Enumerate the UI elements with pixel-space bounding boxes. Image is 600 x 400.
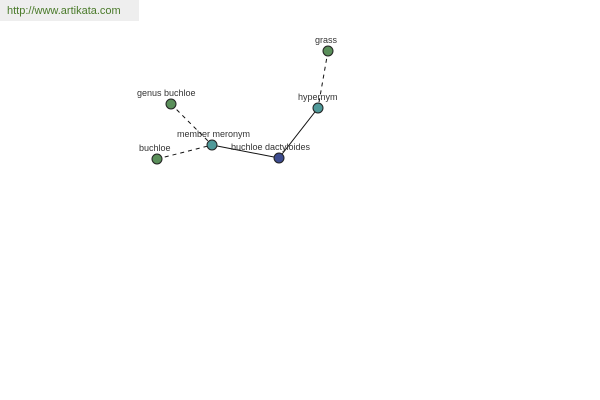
node-circle-buchloe-dactyloides[interactable] — [273, 152, 285, 164]
edge-member-meronym-to-buchloe-dactyloides — [211, 144, 280, 159]
node-label-member-meronym: member meronym — [177, 129, 250, 139]
edge-hypernym-to-buchloe-dactyloides — [278, 107, 319, 159]
node-buchloe[interactable]: buchloe — [139, 143, 171, 165]
site-url-link[interactable]: http://www.artikata.com — [7, 5, 121, 17]
node-circle-hypernym[interactable] — [312, 102, 324, 114]
edge-genus-buchloe-to-member-meronym — [170, 103, 213, 146]
url-bar: http://www.artikata.com — [0, 0, 139, 21]
node-circle-buchloe[interactable] — [151, 153, 163, 165]
node-hypernym[interactable]: hypernym — [298, 92, 338, 114]
node-genus-buchloe[interactable]: genus buchloe — [137, 88, 196, 110]
node-label-buchloe: buchloe — [139, 143, 171, 153]
edge-buchloe-to-member-meronym — [156, 144, 213, 160]
node-label-grass: grass — [315, 35, 338, 45]
node-grass[interactable]: grass — [315, 35, 338, 57]
edge-grass-to-hypernym — [317, 50, 329, 109]
node-label-buchloe-dactyloides: buchloe dactyloides — [231, 142, 311, 152]
node-circle-grass[interactable] — [322, 45, 334, 57]
nodes-layer: grass hypernym genus buchloe member meronym… — [137, 35, 338, 165]
edges-layer — [156, 50, 329, 160]
node-label-hypernym: hypernym — [298, 92, 338, 102]
node-circle-member-meronym[interactable] — [206, 139, 218, 151]
node-member-meronym[interactable]: member meronym — [177, 129, 250, 151]
node-circle-genus-buchloe[interactable] — [165, 98, 177, 110]
node-buchloe-dactyloides[interactable]: buchloe dactyloides — [231, 142, 311, 164]
node-label-genus-buchloe: genus buchloe — [137, 88, 196, 98]
